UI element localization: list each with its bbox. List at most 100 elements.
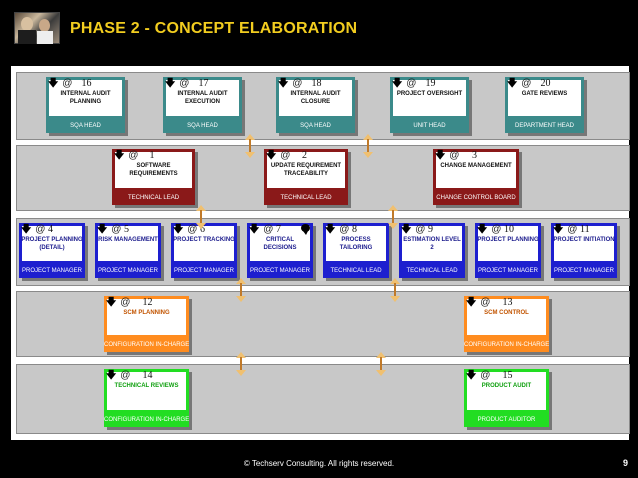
down-arrow-icon: 🡇 bbox=[114, 150, 125, 161]
card-internal-audit-planning[interactable]: 🡇@ 16 INTERNAL AUDIT PLANNING SQA HEAD bbox=[46, 77, 125, 133]
card-internal-audit-execution[interactable]: 🡇@ 17 INTERNAL AUDIT EXECUTION SQA HEAD bbox=[163, 77, 242, 133]
activity-role: CONFIGURATION IN-CHARGE bbox=[104, 417, 190, 423]
card-project-planning[interactable]: 🡇@ 10 PROJECT PLANNING PROJECT MANAGER bbox=[475, 223, 541, 278]
header-photo bbox=[14, 12, 60, 44]
activity-role: TECHNICAL LEAD bbox=[280, 195, 332, 201]
card-update-requirement-traceability[interactable]: 🡇@ 2 UPDATE REQUIREMENT TRACEABILITY TEC… bbox=[264, 149, 348, 205]
card-scm-control[interactable]: 🡇@ 13 SCM CONTROL CONFIGURATION IN-CHARG… bbox=[464, 296, 549, 352]
down-arrow-icon: 🡇 bbox=[106, 297, 117, 308]
activity-role: PROJECT MANAGER bbox=[554, 268, 614, 274]
activity-number: 19 bbox=[425, 78, 436, 89]
activity-name: INTERNAL AUDIT CLOSURE bbox=[290, 91, 341, 105]
connector-arrow bbox=[363, 134, 373, 158]
activity-number: 11 bbox=[580, 224, 590, 235]
card-project-planning-detail[interactable]: 🡇@ 4 PROJECT PLANNING (DETAIL) PROJECT M… bbox=[19, 223, 85, 278]
activity-name: RISK MANAGEMENT bbox=[98, 237, 158, 243]
at-sign-icon: @ bbox=[406, 78, 417, 89]
activity-number: 12 bbox=[142, 297, 153, 308]
at-sign-icon: @ bbox=[128, 150, 139, 161]
activity-role: TECHNICAL LEAD bbox=[406, 268, 458, 274]
speech-bubble-icon bbox=[301, 224, 310, 235]
activity-name: CHANGE MANAGEMENT bbox=[440, 163, 512, 169]
down-arrow-icon: 🡇 bbox=[21, 224, 32, 235]
activity-number: 15 bbox=[502, 370, 513, 381]
connector-arrow bbox=[196, 205, 206, 229]
down-arrow-icon: 🡇 bbox=[401, 224, 412, 235]
card-gate-reviews[interactable]: 🡇@ 20 GATE REVIEWS DEPARTMENT HEAD bbox=[505, 77, 584, 133]
card-technical-reviews[interactable]: 🡇@ 14 TECHNICAL REVIEWS CONFIGURATION IN… bbox=[104, 369, 189, 427]
activity-role: SQA HEAD bbox=[300, 123, 331, 129]
activity-name: PROJECT INITIATION bbox=[553, 237, 615, 243]
activity-number: 6 bbox=[200, 224, 205, 235]
activity-role: CONFIGURATION IN-CHARGE bbox=[104, 342, 190, 348]
activity-name: UPDATE REQUIREMENT TRACEABILITY bbox=[270, 163, 342, 177]
card-critical-decisions[interactable]: 🡇@ 7 CRITICAL DECISIONS PROJECT MANAGER bbox=[247, 223, 313, 278]
at-sign-icon: @ bbox=[35, 224, 46, 235]
activity-name: INTERNAL AUDIT PLANNING bbox=[60, 91, 111, 105]
down-arrow-icon: 🡇 bbox=[392, 78, 403, 89]
activity-name: SCM PLANNING bbox=[123, 310, 170, 316]
connector-arrow bbox=[388, 205, 398, 229]
activity-number: 13 bbox=[502, 297, 513, 308]
down-arrow-icon: 🡇 bbox=[97, 224, 108, 235]
down-arrow-icon: 🡇 bbox=[507, 78, 518, 89]
activity-name: TECHNICAL REVIEWS bbox=[114, 383, 179, 389]
activity-name: SCM CONTROL bbox=[484, 310, 529, 316]
page-number: 9 bbox=[622, 458, 628, 468]
down-arrow-icon: 🡇 bbox=[553, 224, 564, 235]
card-process-tailoring[interactable]: 🡇@ 8 PROCESS TAILORING TECHNICAL LEAD bbox=[323, 223, 389, 278]
footer-copyright: © Techserv Consulting. All rights reserv… bbox=[243, 459, 395, 468]
card-risk-management[interactable]: 🡇@ 5 RISK MANAGEMENT PROJECT MANAGER bbox=[95, 223, 161, 278]
card-change-management[interactable]: 🡇@ 3 CHANGE MANAGEMENT CHANGE CONTROL BO… bbox=[433, 149, 519, 205]
activity-role: UNIT HEAD bbox=[413, 123, 446, 129]
at-sign-icon: @ bbox=[567, 224, 578, 235]
card-software-requirements[interactable]: 🡇@ 1 SOFTWARE REQUIREMENTS TECHNICAL LEA… bbox=[112, 149, 195, 205]
down-arrow-icon: 🡇 bbox=[278, 78, 289, 89]
down-arrow-icon: 🡇 bbox=[266, 150, 277, 161]
card-project-initiation[interactable]: 🡇@ 11 PROJECT INITIATION PROJECT MANAGER bbox=[551, 223, 617, 278]
connector-arrow bbox=[245, 134, 255, 158]
at-sign-icon: @ bbox=[480, 370, 491, 381]
down-arrow-icon: 🡇 bbox=[325, 224, 336, 235]
activity-number: 9 bbox=[428, 224, 433, 235]
activity-number: 18 bbox=[311, 78, 322, 89]
card-scm-planning[interactable]: 🡇@ 12 SCM PLANNING CONFIGURATION IN-CHAR… bbox=[104, 296, 189, 352]
activity-number: 3 bbox=[472, 150, 477, 161]
activity-name: PROJECT PLANNING (DETAIL) bbox=[21, 237, 83, 251]
connector-arrow bbox=[236, 352, 246, 376]
card-product-audit[interactable]: 🡇@ 15 PRODUCT AUDIT PRODUCT AUDITOR bbox=[464, 369, 549, 427]
card-project-oversight[interactable]: 🡇@ 19 PROJECT OVERSIGHT UNIT HEAD bbox=[390, 77, 469, 133]
down-arrow-icon: 🡇 bbox=[466, 370, 477, 381]
connector-arrow bbox=[390, 278, 400, 302]
down-arrow-icon: 🡇 bbox=[477, 224, 488, 235]
at-sign-icon: @ bbox=[521, 78, 532, 89]
at-sign-icon: @ bbox=[187, 224, 198, 235]
activity-role: TECHNICAL LEAD bbox=[127, 195, 180, 201]
activity-name: SOFTWARE REQUIREMENTS bbox=[129, 163, 178, 177]
activity-name: GATE REVIEWS bbox=[521, 91, 568, 97]
down-arrow-icon: 🡇 bbox=[435, 150, 446, 161]
activity-number: 7 bbox=[276, 224, 281, 235]
activity-number: 8 bbox=[352, 224, 357, 235]
at-sign-icon: @ bbox=[263, 224, 274, 235]
down-arrow-icon: 🡇 bbox=[466, 297, 477, 308]
card-internal-audit-closure[interactable]: 🡇@ 18 INTERNAL AUDIT CLOSURE SQA HEAD bbox=[276, 77, 355, 133]
connector-arrow bbox=[236, 278, 246, 302]
activity-number: 10 bbox=[504, 224, 514, 235]
at-sign-icon: @ bbox=[62, 78, 73, 89]
activity-name: ESTIMATION LEVEL 2 bbox=[403, 237, 461, 251]
down-arrow-icon: 🡇 bbox=[165, 78, 176, 89]
activity-number: 5 bbox=[124, 224, 129, 235]
activity-name: INTERNAL AUDIT EXECUTION bbox=[177, 91, 228, 105]
card-project-tracking[interactable]: 🡇@ 6 PROJECT TRACKING PROJECT MANAGER bbox=[171, 223, 237, 278]
card-estimation-level-2[interactable]: 🡇@ 9 ESTIMATION LEVEL 2 TECHNICAL LEAD bbox=[399, 223, 465, 278]
activity-role: PROJECT MANAGER bbox=[478, 268, 538, 274]
activity-number: 17 bbox=[198, 78, 209, 89]
connector-arrow bbox=[376, 352, 386, 376]
slide-title: PHASE 2 - CONCEPT ELABORATION bbox=[70, 20, 358, 37]
activity-role: PROJECT MANAGER bbox=[98, 268, 158, 274]
activity-role: PRODUCT AUDITOR bbox=[477, 417, 536, 423]
down-arrow-icon: 🡇 bbox=[48, 78, 59, 89]
activity-role: DEPARTMENT HEAD bbox=[514, 123, 574, 129]
at-sign-icon: @ bbox=[280, 150, 291, 161]
